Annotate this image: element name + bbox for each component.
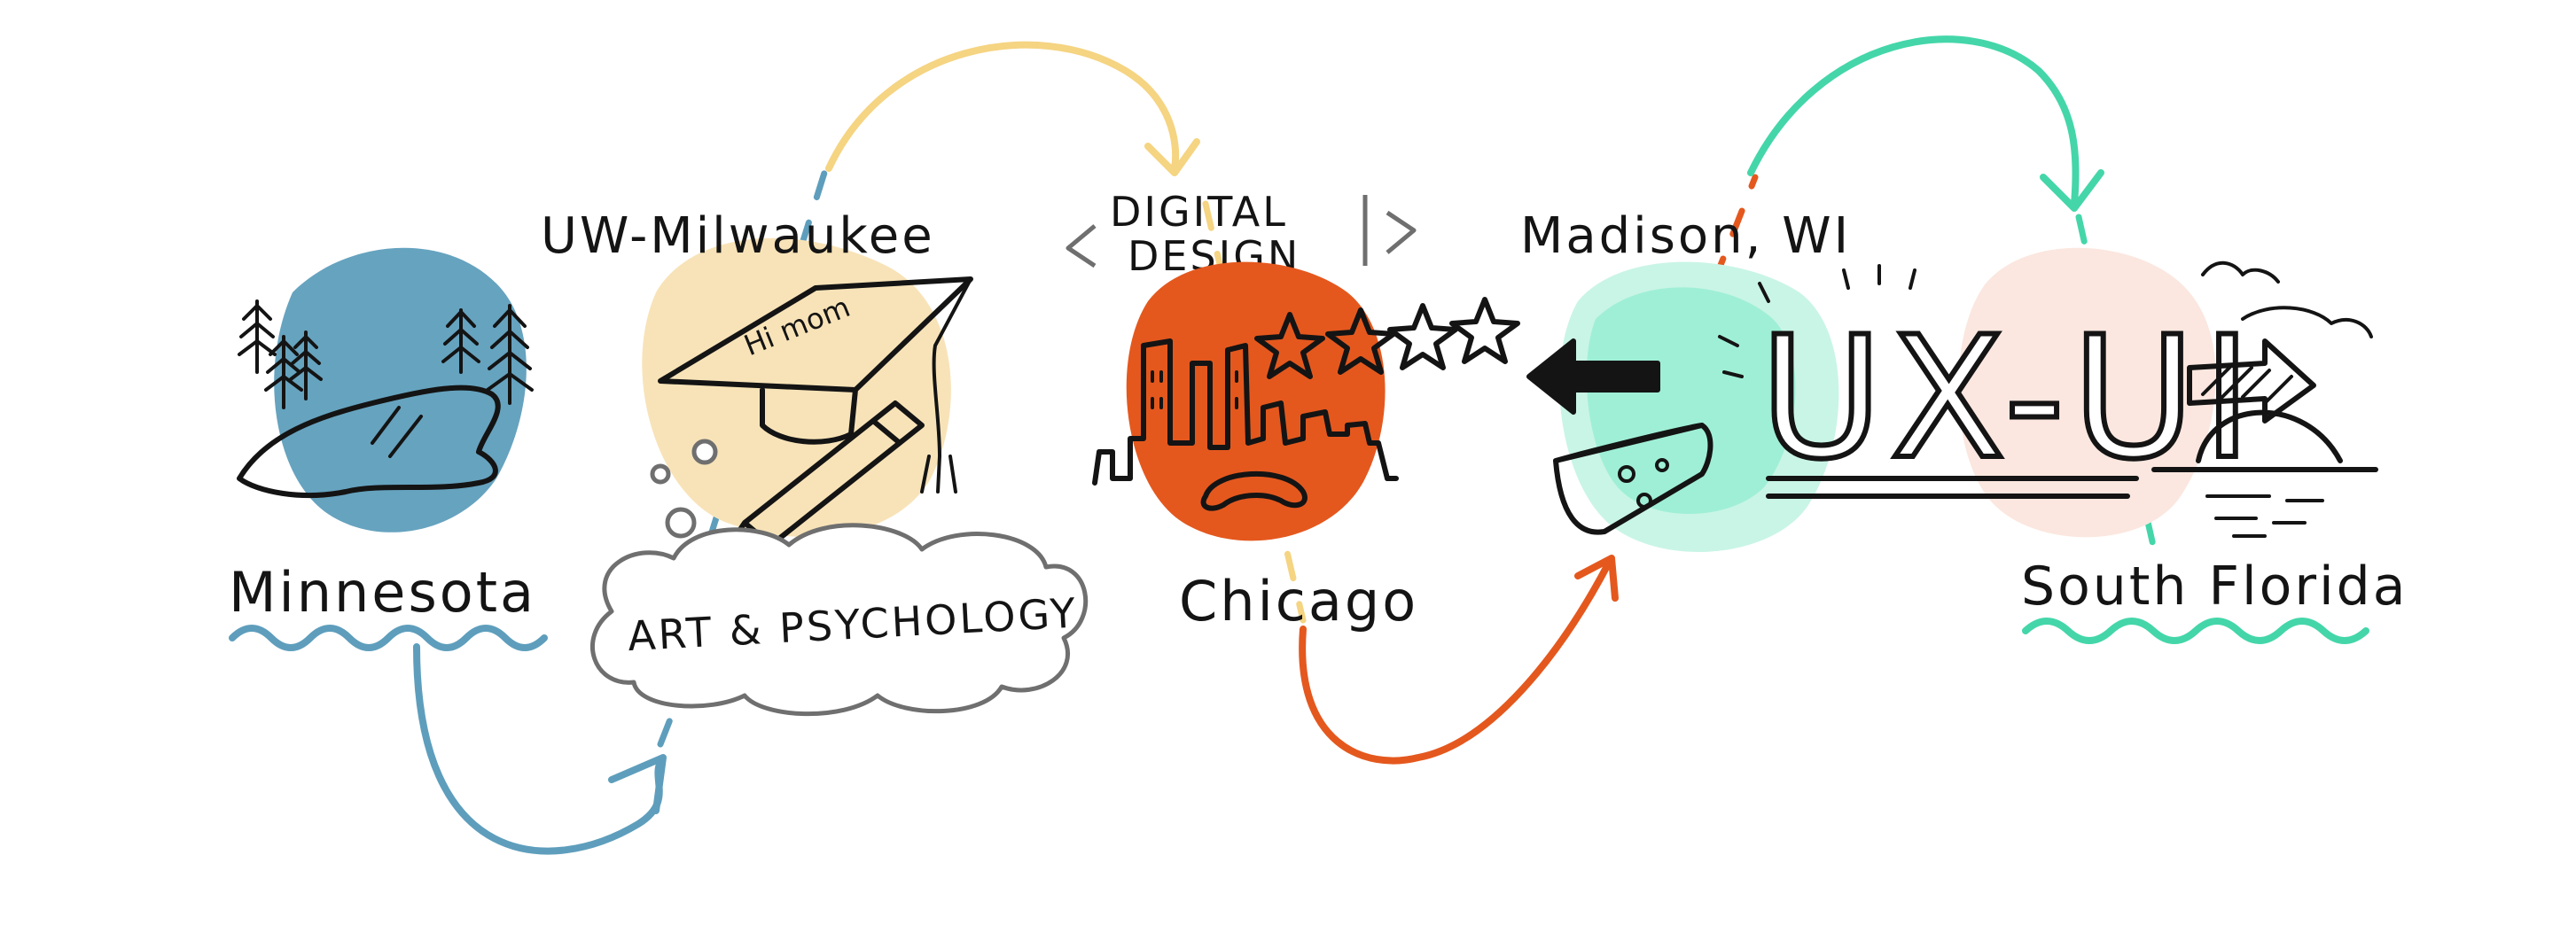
minnesota-wave-underline bbox=[229, 625, 548, 651]
route-dash-madison bbox=[1654, 174, 1759, 429]
thought-bubble-medium bbox=[691, 439, 718, 465]
pine-trees-left-icon bbox=[238, 299, 323, 409]
route-arrowhead-chicago bbox=[1144, 138, 1200, 176]
chicago-orange-blob bbox=[1126, 261, 1386, 541]
lake-ripple-icon bbox=[371, 406, 423, 458]
digital-design-line1: DIGITAL bbox=[1110, 188, 1288, 236]
minnesota-blue-blob bbox=[274, 247, 527, 532]
water-ripples-icon bbox=[2205, 494, 2324, 538]
chicago-skyline-icon bbox=[1092, 338, 1399, 486]
thought-bubble-large bbox=[665, 507, 697, 539]
stop-label-madison: Madison, WI bbox=[1520, 207, 1851, 265]
florida-pink-blob bbox=[1958, 247, 2216, 538]
arrow-right-hatch bbox=[2201, 366, 2293, 405]
route-arrowhead-madison bbox=[1574, 555, 1619, 602]
star-icon-1 bbox=[1254, 312, 1325, 379]
art-psychology-cloud bbox=[589, 523, 1089, 717]
code-bracket-left-icon bbox=[1066, 224, 1097, 268]
stop-label-uw-milwaukee: UW-Milwaukee bbox=[541, 207, 935, 265]
lake-icon bbox=[237, 385, 501, 498]
star-icon-4 bbox=[1449, 297, 1520, 364]
stop-minnesota: Minnesota bbox=[229, 247, 548, 651]
ux-ui-sign: UX-UI bbox=[1757, 247, 2259, 538]
arrow-left-icon bbox=[1526, 338, 1660, 415]
arrow-right-icon bbox=[2187, 338, 2316, 424]
birds-clouds-icon bbox=[2201, 260, 2373, 338]
cheese-wedge-icon bbox=[1553, 423, 1713, 535]
route-arrow-chicago-to-madison bbox=[1299, 559, 1612, 765]
cap-tassel-icon bbox=[920, 277, 972, 494]
madison-mint-blob-core bbox=[1586, 287, 1796, 514]
ux-ui-hero-text: UX-UI bbox=[1760, 300, 2259, 496]
stop-label-minnesota: Minnesota bbox=[229, 560, 536, 625]
stop-chicago: DIGITAL DESIGN Chicago bbox=[1066, 188, 1520, 634]
route-arrowhead-milwaukee bbox=[608, 754, 667, 814]
star-icon-3 bbox=[1387, 303, 1458, 370]
star-rating-icons bbox=[1254, 297, 1520, 379]
pine-trees-right-icon bbox=[441, 304, 534, 405]
thought-bubble-small bbox=[650, 463, 671, 485]
stop-label-chicago: Chicago bbox=[1179, 569, 1418, 634]
sad-bean-icon bbox=[1200, 470, 1308, 511]
route-arrow-milwaukee-to-chicago bbox=[825, 41, 1180, 172]
code-bracket-right-icon bbox=[1362, 195, 1417, 266]
cheese-holes-icon bbox=[1618, 458, 1669, 509]
ux-ui-underline bbox=[1766, 476, 2139, 499]
star-icon-2 bbox=[1325, 307, 1396, 375]
skyline-windows-icon bbox=[1151, 370, 1238, 409]
radiating-lines-icon bbox=[1718, 264, 1916, 378]
south-florida-wave-underline bbox=[2022, 618, 2369, 644]
route-arrow-madison-to-florida bbox=[1747, 35, 2080, 207]
sun-icon bbox=[2196, 409, 2343, 463]
stop-south-florida: South Florida bbox=[2021, 260, 2408, 644]
route-arrowhead-florida bbox=[2040, 169, 2104, 212]
stop-label-south-florida: South Florida bbox=[2021, 556, 2408, 618]
stop-uw-milwaukee: UW-Milwaukee Hi mom ART & PSYCHOLOGY bbox=[541, 207, 1089, 717]
